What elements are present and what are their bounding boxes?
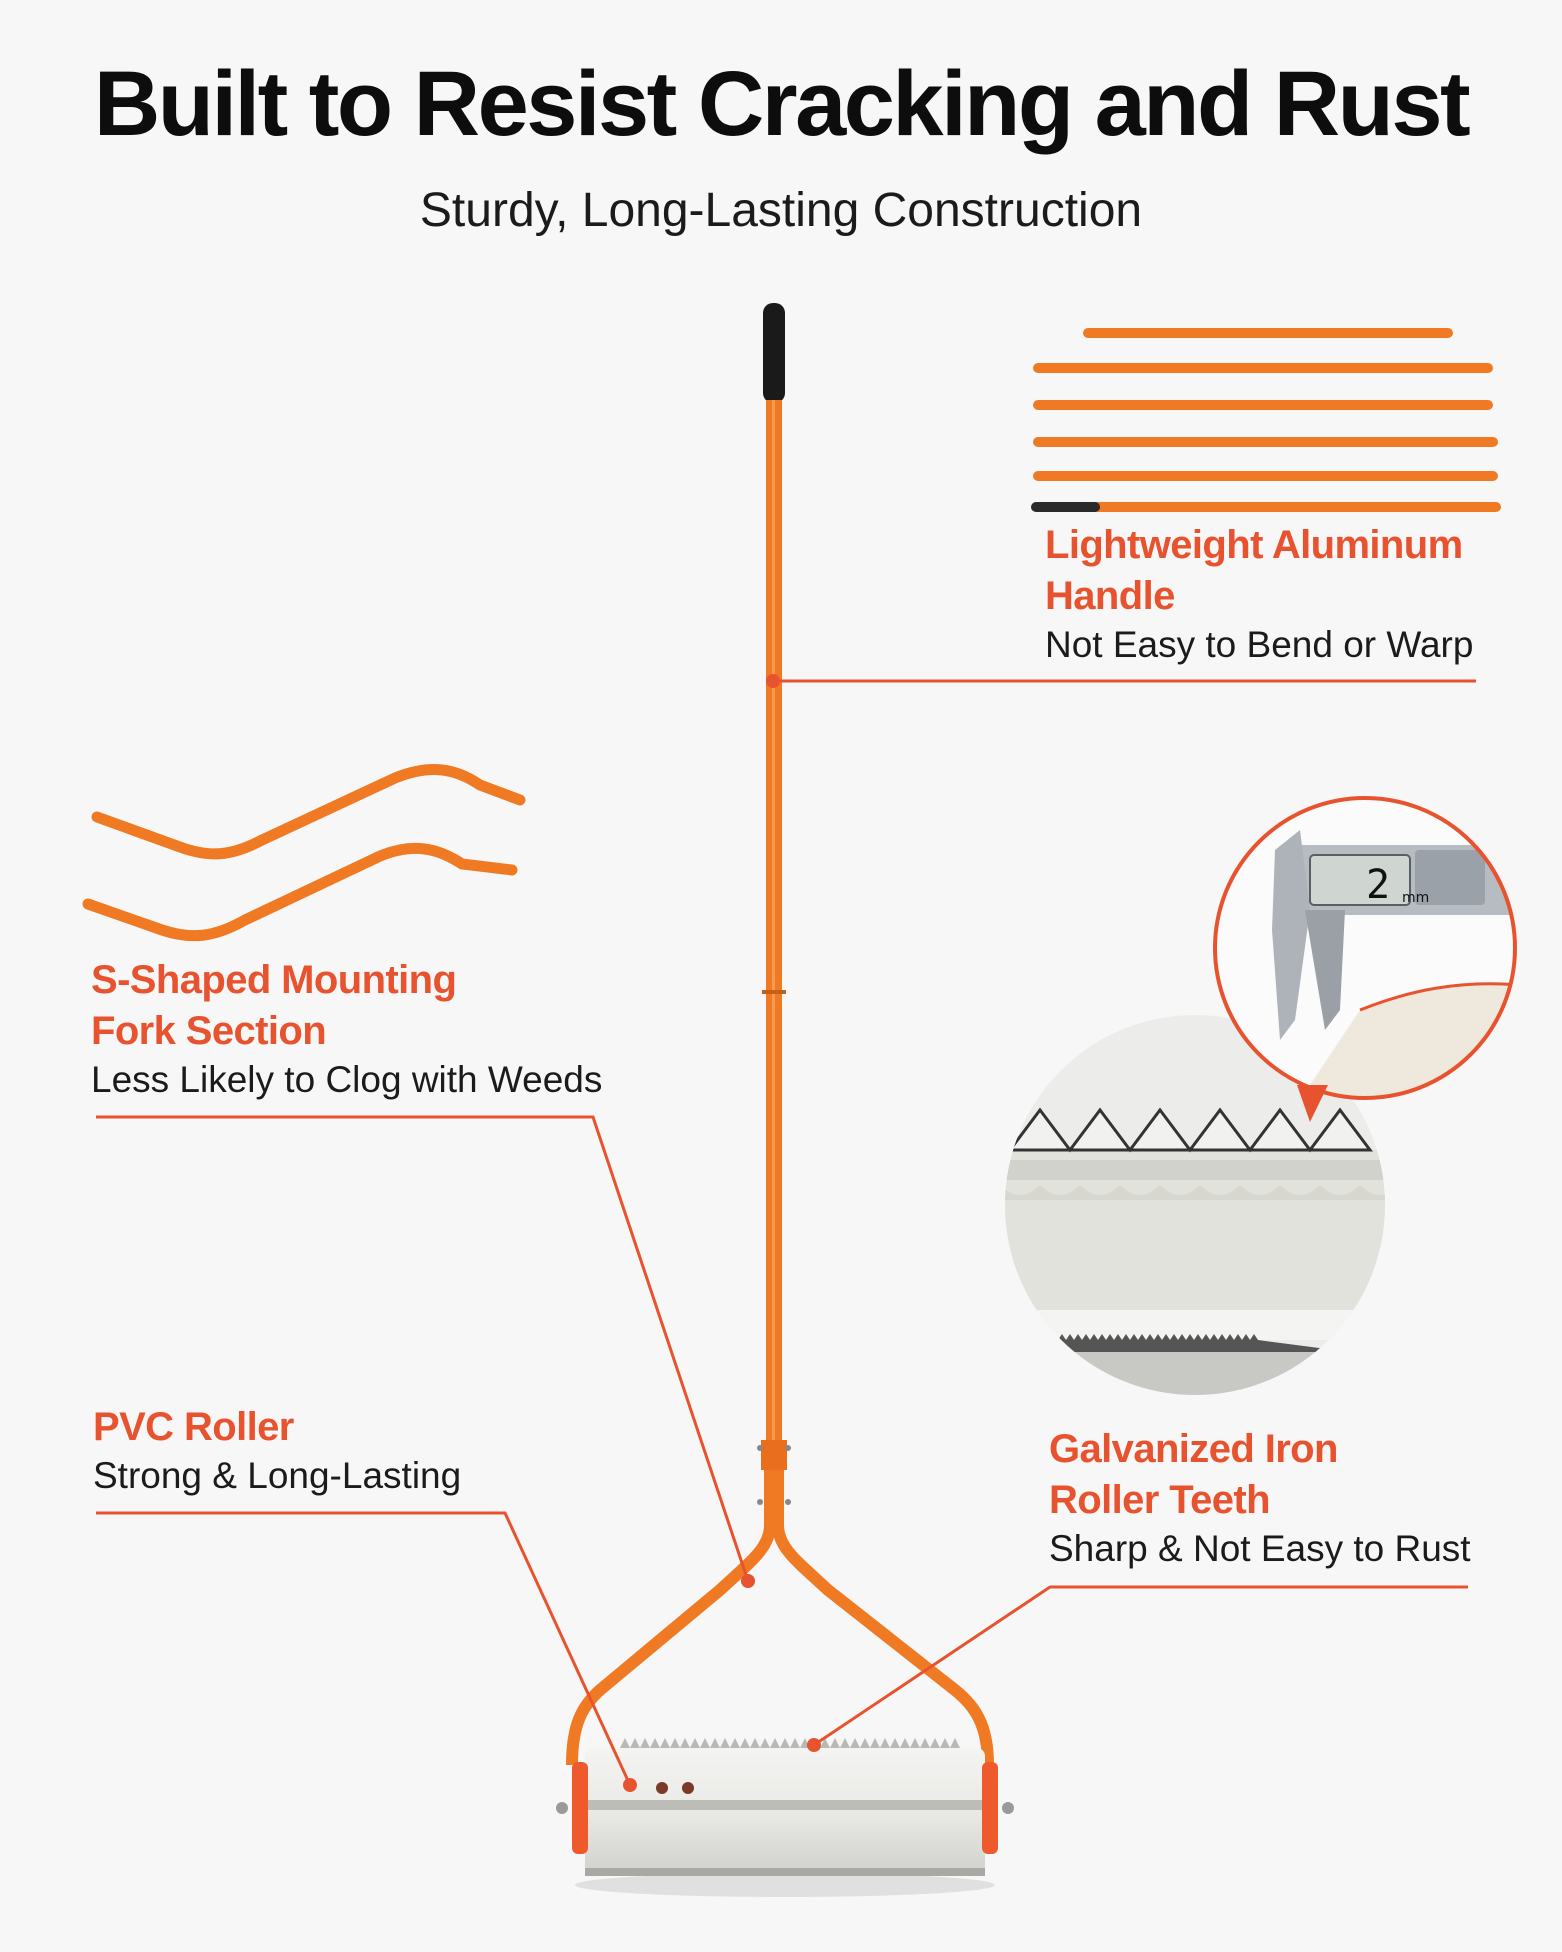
- callout-lines: [96, 679, 1476, 1786]
- feature-teeth-desc: Sharp & Not Easy to Rust: [1049, 1528, 1471, 1569]
- feature-roller-name: PVC Roller: [93, 1405, 294, 1449]
- feature-roller-desc: Strong & Long-Lasting: [93, 1455, 462, 1496]
- feature-fork: S-Shaped Mounting Fork Section Less Like…: [91, 955, 602, 1103]
- feature-fork-name: S-Shaped Mounting Fork Section: [91, 958, 457, 1053]
- page-title: Built to Resist Cracking and Rust: [93, 53, 1471, 155]
- feature-fork-desc: Less Likely to Clog with Weeds: [91, 1059, 603, 1100]
- caliper-unit: mm: [1402, 890, 1429, 906]
- feature-handle: Lightweight Aluminum Handle Not Easy to …: [1045, 520, 1515, 668]
- page-subtitle: Sturdy, Long-Lasting Construction: [419, 184, 1143, 237]
- callout-dots: [623, 674, 821, 1792]
- feature-handle-name: Lightweight Aluminum Handle: [1045, 523, 1463, 618]
- feature-teeth-name: Galvanized Iron Roller Teeth: [1049, 1427, 1338, 1522]
- fork-pieces-image: [82, 764, 526, 942]
- main-handle-image: [566, 303, 994, 1766]
- caliper-reading: 2: [1366, 862, 1390, 908]
- roller-image: [556, 1738, 1014, 1897]
- feature-teeth: Galvanized Iron Roller Teeth Sharp & Not…: [1049, 1424, 1471, 1572]
- feature-handle-desc: Not Easy to Bend or Warp: [1045, 624, 1474, 665]
- caliper-zoom-image: 2 mm: [1213, 796, 1517, 1122]
- handle-segments-image: [1031, 328, 1501, 512]
- feature-roller: PVC Roller Strong & Long-Lasting: [93, 1402, 563, 1499]
